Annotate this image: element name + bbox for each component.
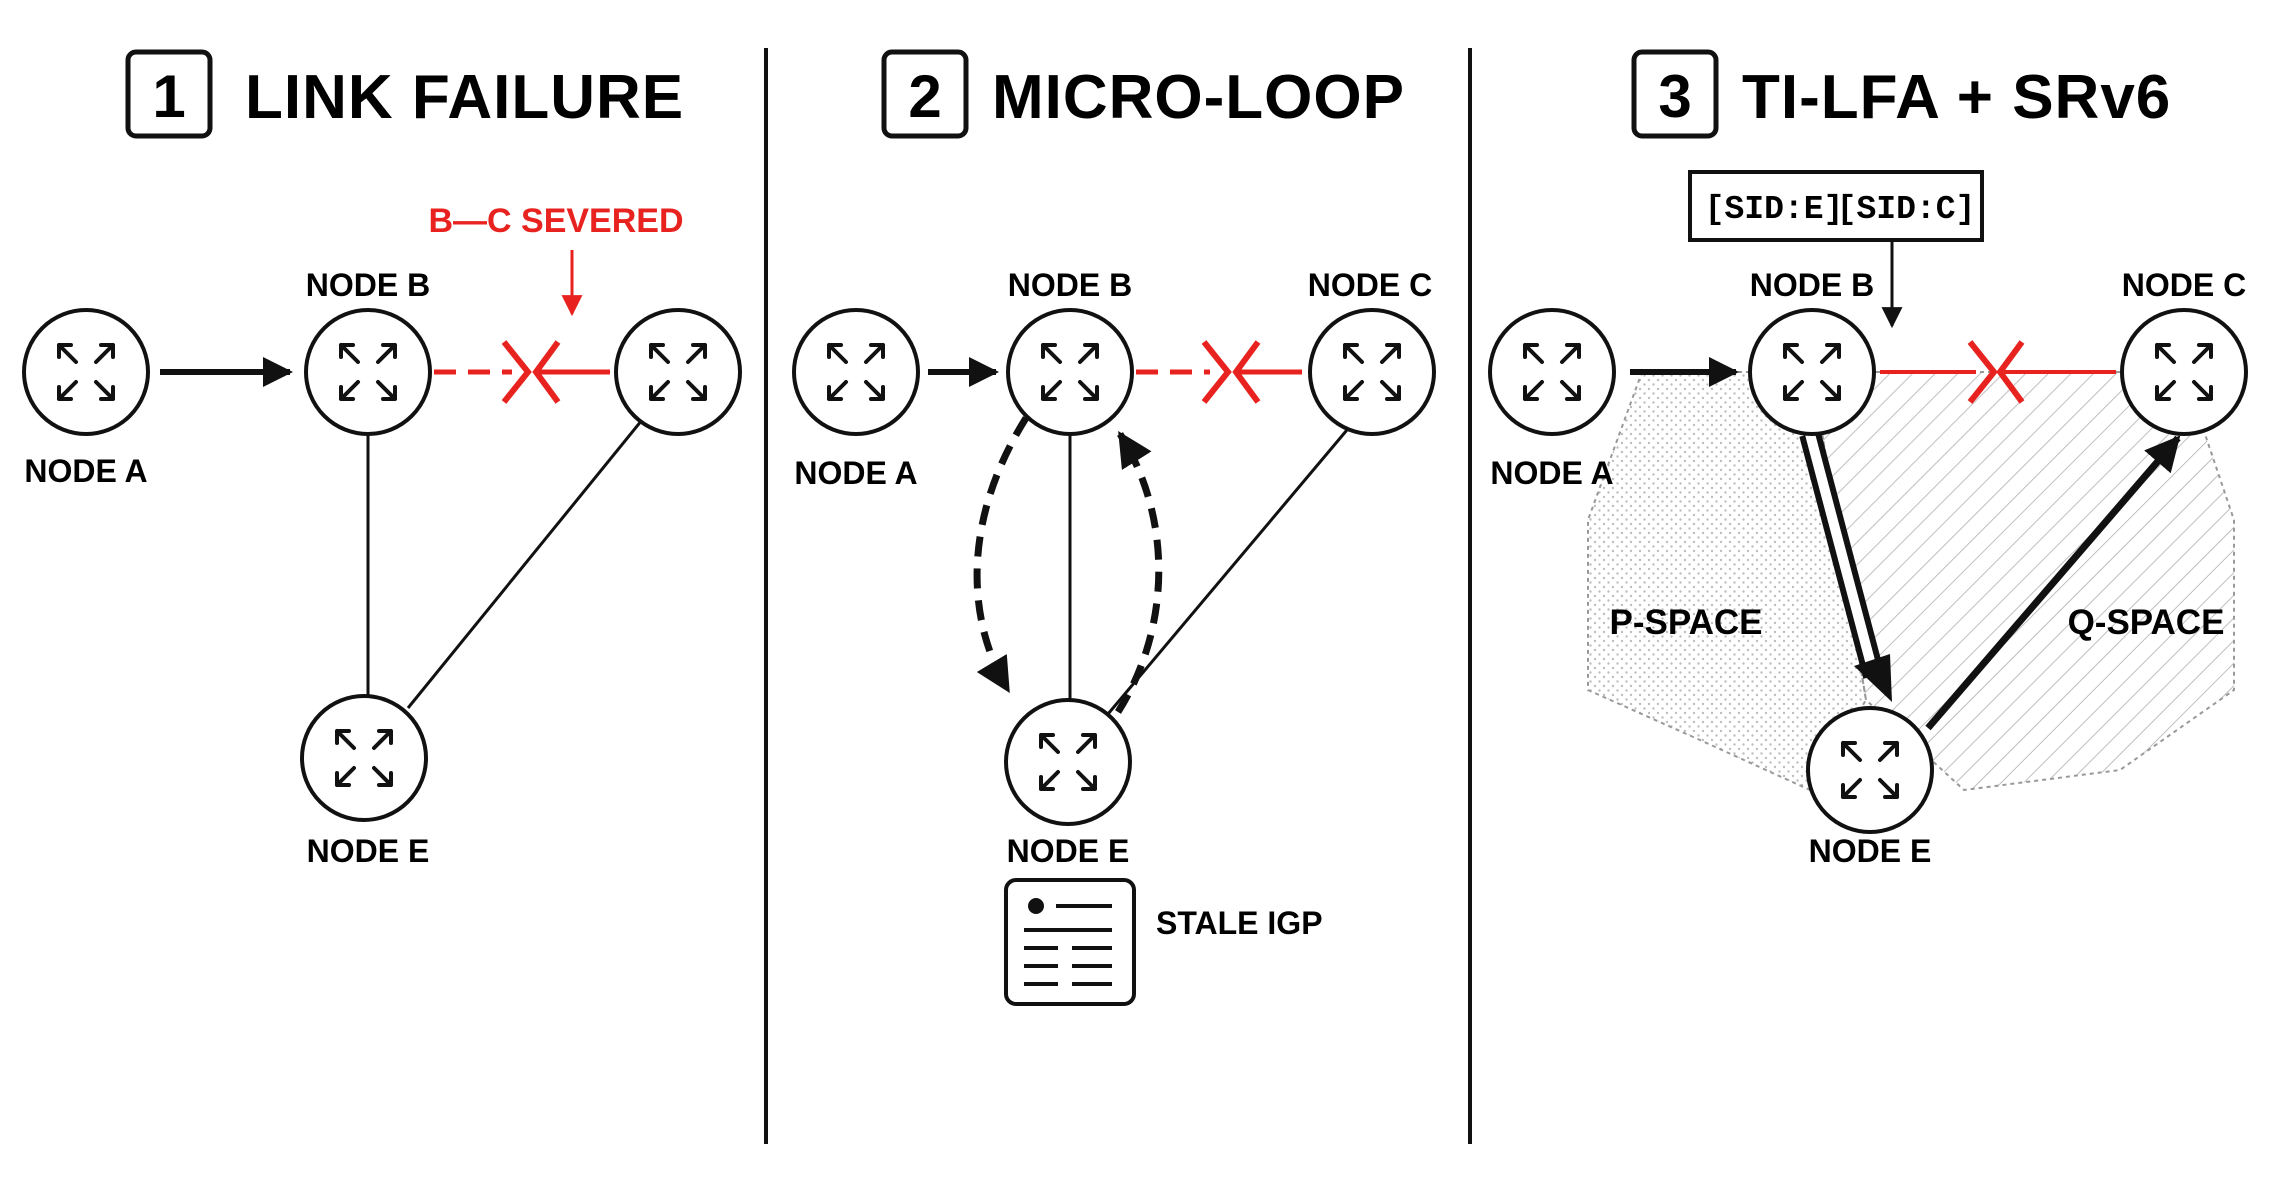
node-label-e: NODE E — [1809, 833, 1932, 869]
panel-micro-loop: 2 MICRO-LOOP NODE A NODE B NODE C NODE E — [792, 49, 1436, 1006]
panel-number: 3 — [1658, 63, 1691, 130]
node-label-c: NODE C — [2122, 267, 2246, 303]
break-marker — [1201, 340, 1261, 404]
break-marker — [1967, 340, 2025, 404]
link-c-e — [1106, 423, 1354, 715]
panel-number-box — [881, 49, 969, 139]
loop-arrow-down — [973, 416, 1029, 694]
router-icon — [792, 308, 920, 436]
panel-title: LINK FAILURE — [245, 63, 684, 132]
node-label-e: NODE E — [307, 833, 430, 869]
panel-number: 2 — [908, 63, 941, 130]
panel-number: 1 — [152, 63, 185, 130]
router-icon — [300, 694, 428, 822]
repair-path-e-c — [1925, 435, 2181, 731]
node-label-b: NODE B — [1008, 267, 1132, 303]
panel-link-failure: 1 LINK FAILURE B—C SEVERED NODE A NODE B… — [22, 49, 742, 869]
p-space-label: P-SPACE — [1610, 603, 1763, 642]
router-icon — [1806, 706, 1934, 834]
router-icon — [1004, 698, 1132, 826]
router-icon — [304, 308, 432, 436]
severed-label: B—C SEVERED — [428, 202, 683, 240]
loop-arrow-up — [1115, 431, 1163, 714]
sid-e: [SID:E] — [1705, 191, 1844, 228]
sid-c: [SID:C] — [1837, 191, 1976, 228]
panel-number-box — [125, 49, 213, 139]
link-c-e — [406, 419, 644, 709]
node-label-a: NODE A — [794, 455, 917, 491]
panel-title: MICRO-LOOP — [992, 63, 1405, 132]
sid-stack-box — [1688, 170, 1984, 242]
q-space-label: Q-SPACE — [2068, 603, 2225, 642]
router-icon — [22, 308, 150, 436]
router-icon — [2120, 308, 2248, 436]
node-label-b: NODE B — [1750, 267, 1874, 303]
router-icon — [614, 308, 742, 436]
break-marker — [501, 340, 561, 404]
node-label-a: NODE A — [24, 453, 147, 489]
repair-path-b-e — [1799, 431, 1892, 702]
router-icon — [1308, 308, 1436, 436]
stale-igp-label: STALE IGP — [1156, 905, 1323, 941]
panel-number-box — [1631, 49, 1719, 139]
node-label-e: NODE E — [1007, 833, 1130, 869]
document-icon — [1004, 878, 1136, 1006]
node-label-b: NODE B — [306, 267, 430, 303]
panel-title: TI-LFA + SRv6 — [1742, 63, 2171, 132]
node-label-c: NODE C — [1308, 267, 1432, 303]
router-icon — [1748, 308, 1876, 436]
router-icon — [1006, 308, 1134, 436]
router-icon — [1488, 308, 1616, 436]
panel-ti-lfa-srv6: 3 TI-LFA + SRv6 P-SPACE Q-SPACE NODE A N… — [1488, 49, 2248, 869]
node-label-a: NODE A — [1490, 455, 1613, 491]
